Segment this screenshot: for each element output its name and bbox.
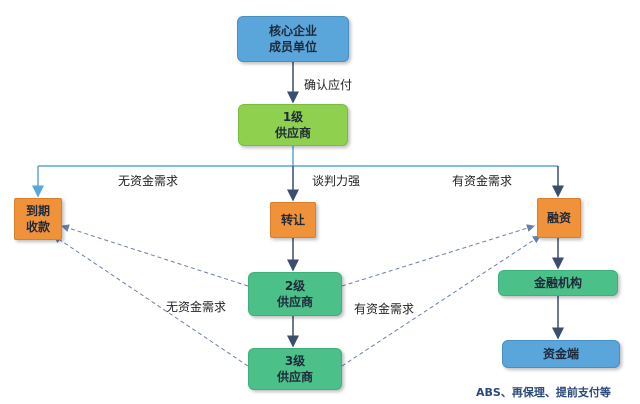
tier1-supplier-line1: 1级: [282, 110, 304, 124]
core-enterprise-line1: 核心企业: [268, 24, 317, 38]
financial-institution-label: 金融机构: [533, 276, 582, 290]
tier2-supplier-line1: 2级: [284, 279, 306, 293]
dashed-tier2-to-collect: [61, 224, 249, 287]
transfer-node: 转让: [270, 202, 316, 238]
funder-label: 资金端: [542, 347, 579, 361]
label-funding-need: 有资金需求: [452, 174, 513, 188]
tier2-supplier-line2: 供应商: [276, 295, 313, 309]
financial-institution-node: 金融机构: [498, 270, 618, 296]
tier3-supplier-line2: 供应商: [276, 370, 313, 384]
tier3-supplier-line1: 3级: [284, 354, 306, 368]
dashed-tier3-to-financing: [341, 235, 541, 367]
financing-label: 融资: [546, 211, 571, 225]
tier3-supplier-node: 3级 供应商: [248, 348, 342, 390]
label-no-funding-need: 无资金需求: [118, 174, 179, 188]
funder-node: 资金端: [502, 340, 620, 368]
label-confirm-payable: 确认应付: [304, 78, 353, 92]
tier1-supplier-line2: 供应商: [274, 126, 311, 140]
label-bargaining-power: 谈判力强: [312, 174, 361, 188]
collect-line1: 到期: [25, 204, 50, 218]
collect-on-maturity-node: 到期 收款: [14, 198, 62, 240]
dashed-tier3-to-collect: [53, 235, 249, 367]
core-enterprise-node: 核心企业 成员单位: [237, 16, 349, 62]
tier2-supplier-node: 2级 供应商: [248, 272, 342, 316]
collect-line2: 收款: [25, 220, 50, 234]
label-no-funding-need-lower: 无资金需求: [166, 300, 227, 314]
tier1-supplier-node: 1级 供应商: [238, 104, 348, 146]
dashed-tier2-to-financing: [341, 224, 535, 287]
financing-methods-note: ABS、再保理、提前支付等: [476, 386, 611, 399]
core-enterprise-line2: 成员单位: [268, 40, 317, 54]
label-funding-need-lower: 有资金需求: [354, 302, 415, 316]
financing-node: 融资: [537, 198, 581, 238]
transfer-label: 转让: [280, 213, 305, 227]
